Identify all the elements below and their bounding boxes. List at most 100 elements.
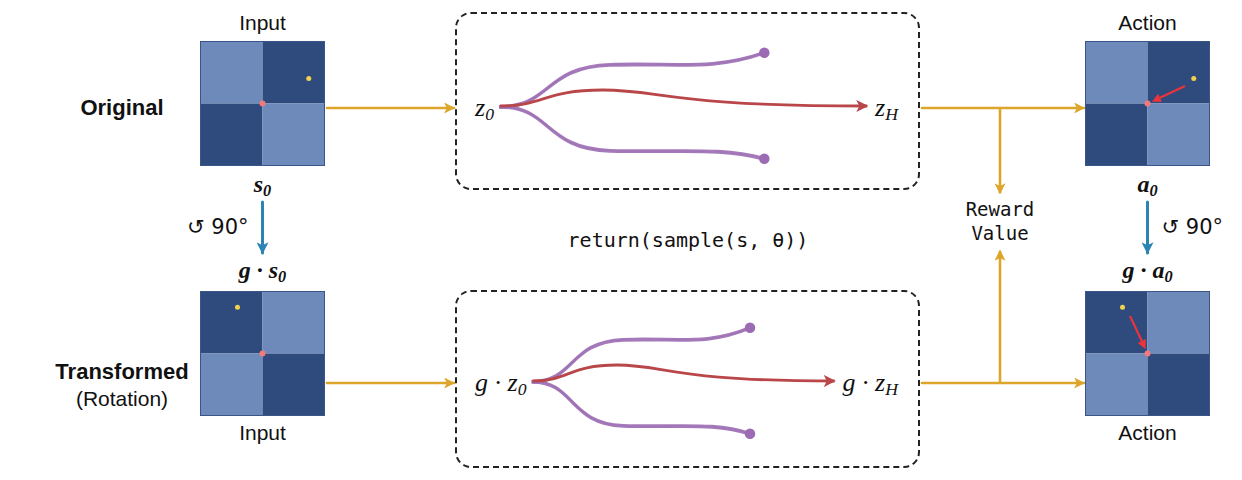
image-border <box>1086 42 1210 166</box>
transform-arrow <box>261 202 264 253</box>
trajectory-set <box>500 48 867 163</box>
math-subscript: 0 <box>485 105 494 125</box>
grid-quadrant <box>1085 104 1148 167</box>
math-subscript: 0 <box>1149 181 1157 200</box>
goal-dot <box>306 76 311 81</box>
grid-quadrant <box>1148 104 1211 167</box>
sampled-trajectory <box>532 383 750 435</box>
panel-caption: Input <box>239 420 286 445</box>
math-label: g · zH <box>843 367 898 398</box>
math-label: g · z0 <box>475 367 526 398</box>
grid-quadrant <box>263 104 326 167</box>
image-panel: Action a0 <box>1085 10 1210 199</box>
label-holder: return(sample(s, θ)) <box>568 228 809 252</box>
latent-box: g · z0g · zH <box>455 290 920 468</box>
image-border <box>201 291 325 415</box>
rotation-label: ↺ 90° <box>1160 215 1226 240</box>
action-arrowhead <box>1152 94 1162 102</box>
agent-dot <box>260 101 266 107</box>
latent-box: z0zH <box>455 12 920 190</box>
label-holder: Transformed <box>55 359 188 385</box>
grid-quadrant <box>263 41 326 104</box>
math-symbol: g · z <box>475 368 518 397</box>
agent-dot <box>1145 350 1151 356</box>
panel-caption: Input <box>239 10 286 35</box>
trajectory-set <box>532 323 834 438</box>
row-label: Original <box>80 95 163 121</box>
rotation-label: ↺ 90° <box>185 215 251 240</box>
math-subscript: 0 <box>278 267 286 286</box>
math-subscript: 0 <box>518 380 527 400</box>
label-holder: ↺ 90° <box>1160 215 1226 240</box>
grid-quadrant <box>200 41 263 104</box>
gridworld-image <box>200 291 325 416</box>
action-arrow <box>1160 86 1185 98</box>
selected-trajectory <box>532 365 834 381</box>
agent-dot <box>260 350 266 356</box>
image-panel: g · a0Action <box>1085 256 1210 445</box>
action-arrowhead <box>1138 339 1146 349</box>
math-symbol: g · z <box>843 368 886 397</box>
grid-quadrant <box>200 291 263 354</box>
math-label: g · a0 <box>1122 256 1172 285</box>
connector-group <box>263 108 1148 383</box>
gridworld-image <box>1085 41 1210 166</box>
math-label: s0 <box>254 170 272 199</box>
math-subscript: H <box>885 380 898 400</box>
label-holder: ↺ 90° <box>185 215 251 240</box>
label-holder: Original <box>80 95 163 121</box>
math-label: z0 <box>475 92 494 123</box>
image-panel: Input s0 <box>200 10 325 199</box>
grid-quadrant <box>1085 41 1148 104</box>
math-symbol: g · a <box>1122 257 1164 283</box>
grid-quadrant <box>1148 353 1211 416</box>
flow-arrow <box>922 382 1084 385</box>
sampled-trajectory <box>532 381 750 433</box>
math-symbol: z <box>475 93 485 122</box>
row-sublabel: (Rotation) <box>76 386 168 411</box>
trajectory-end <box>760 154 769 163</box>
function-label: return(sample(s, θ)) <box>568 228 809 252</box>
sampled-trajectory <box>500 106 764 158</box>
trajectory-end <box>760 48 769 57</box>
trajectory-end <box>746 323 755 332</box>
trajectory-end <box>746 429 755 438</box>
goal-dot <box>235 305 240 310</box>
sampled-trajectory <box>500 108 764 160</box>
math-symbol: a <box>1137 171 1149 197</box>
flow-arrow <box>922 107 1084 110</box>
math-subscript: 0 <box>1164 267 1172 286</box>
image-panel: g · s0Input <box>200 256 325 445</box>
grid-quadrant <box>200 353 263 416</box>
grid-quadrant <box>1085 353 1148 416</box>
transform-arrow <box>1146 202 1149 253</box>
grid-quadrant <box>1148 41 1211 104</box>
flow-arrow <box>327 382 454 385</box>
sampled-trajectory <box>532 327 750 381</box>
math-label: zH <box>875 92 898 123</box>
output-label: Reward Value <box>955 198 1045 246</box>
grid-quadrant <box>200 104 263 167</box>
branch-arrow <box>999 109 1002 193</box>
selected-trajectory <box>500 90 867 106</box>
flow-arrow <box>327 107 454 110</box>
branch-arrow <box>999 251 1002 382</box>
gridworld-image <box>200 41 325 166</box>
image-border <box>201 42 325 166</box>
math-symbol: s <box>254 171 263 197</box>
panel-caption: Action <box>1118 10 1176 35</box>
agent-dot <box>1145 101 1151 107</box>
gridworld-image <box>1085 291 1210 416</box>
goal-dot <box>1191 76 1196 81</box>
panel-caption: Action <box>1118 420 1176 445</box>
label-holder: (Rotation) <box>76 386 168 411</box>
math-subscript: H <box>885 105 898 125</box>
math-symbol: g · s <box>239 257 278 283</box>
grid-quadrant <box>1148 291 1211 354</box>
image-border <box>1086 291 1210 415</box>
label-holder: Reward Value <box>955 198 1045 246</box>
action-arrow <box>1130 316 1142 341</box>
grid-quadrant <box>263 291 326 354</box>
